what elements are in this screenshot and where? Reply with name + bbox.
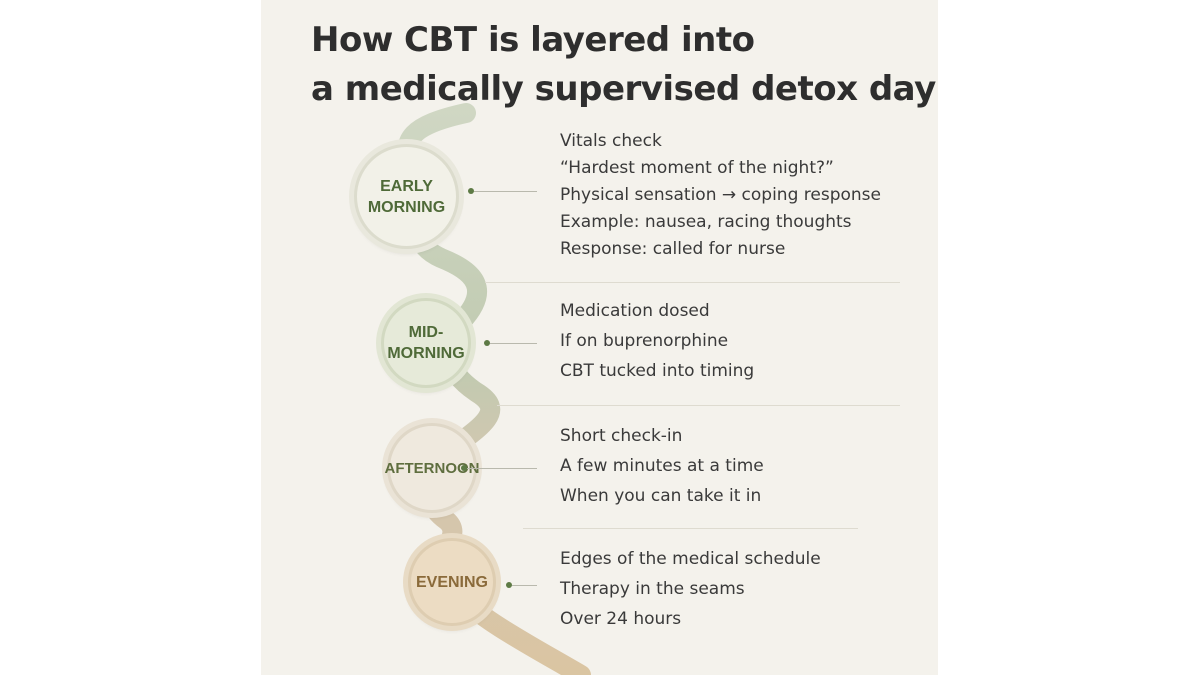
stage-label-mid-morning: MID- MORNING	[387, 324, 465, 362]
stage-label-evening: EVENING	[415, 573, 488, 591]
connector-dot-2	[484, 340, 490, 346]
stage-afternoon-circle: AFTERNOON	[384, 423, 480, 513]
title-line-2: a medically supervised detox day	[311, 69, 936, 109]
section-divider-1	[485, 282, 900, 283]
infographic-title: How CBT is layered into a medically supe…	[311, 16, 936, 114]
connector-line-1	[474, 191, 537, 192]
detail-item: Response: called for nurse	[560, 239, 786, 259]
stage-afternoon-details: Short check-in A few minutes at a time W…	[560, 421, 764, 511]
stage-label-afternoon: AFTERNOON	[384, 459, 480, 477]
connector-line-3	[467, 468, 537, 469]
detail-item: Therapy in the seams	[560, 579, 745, 599]
stage-early-morning-circle: EARLY MORNING	[354, 144, 459, 249]
connector-line-4	[512, 585, 537, 586]
stage-label-early-morning: EARLY MORNING	[367, 177, 446, 216]
title-line-1: How CBT is layered into	[311, 20, 755, 60]
connector-dot-3	[461, 465, 467, 471]
stage-early-morning-details: Vitals check “Hardest moment of the nigh…	[560, 128, 881, 263]
stage-evening-details: Edges of the medical schedule Therapy in…	[560, 544, 821, 634]
stage-mid-morning-circle: MID- MORNING	[381, 298, 471, 388]
connector-dot-1	[468, 188, 474, 194]
detail-item: Short check-in	[560, 426, 683, 446]
stage-evening-circle: EVENING	[408, 538, 496, 626]
detail-item: If on buprenorphine	[560, 331, 729, 351]
detail-item: When you can take it in	[560, 486, 762, 506]
detail-item: CBT tucked into timing	[560, 361, 755, 381]
detail-item: A few minutes at a time	[560, 456, 764, 476]
infographic-canvas: How CBT is layered into a medically supe…	[261, 0, 938, 675]
section-divider-3	[523, 528, 858, 529]
detail-item: Example: nausea, racing thoughts	[560, 212, 852, 232]
stage-mid-morning-details: Medication dosed If on buprenorphine CBT…	[560, 296, 754, 386]
detail-item: Over 24 hours	[560, 609, 682, 629]
detail-item: Edges of the medical schedule	[560, 549, 821, 569]
connector-line-2	[490, 343, 537, 344]
detail-item: Vitals check	[560, 131, 662, 151]
detail-item: “Hardest moment of the night?”	[560, 158, 834, 178]
section-divider-2	[497, 405, 900, 406]
connector-dot-4	[506, 582, 512, 588]
detail-item: Medication dosed	[560, 301, 710, 321]
detail-item: Physical sensation → coping response	[560, 185, 881, 205]
